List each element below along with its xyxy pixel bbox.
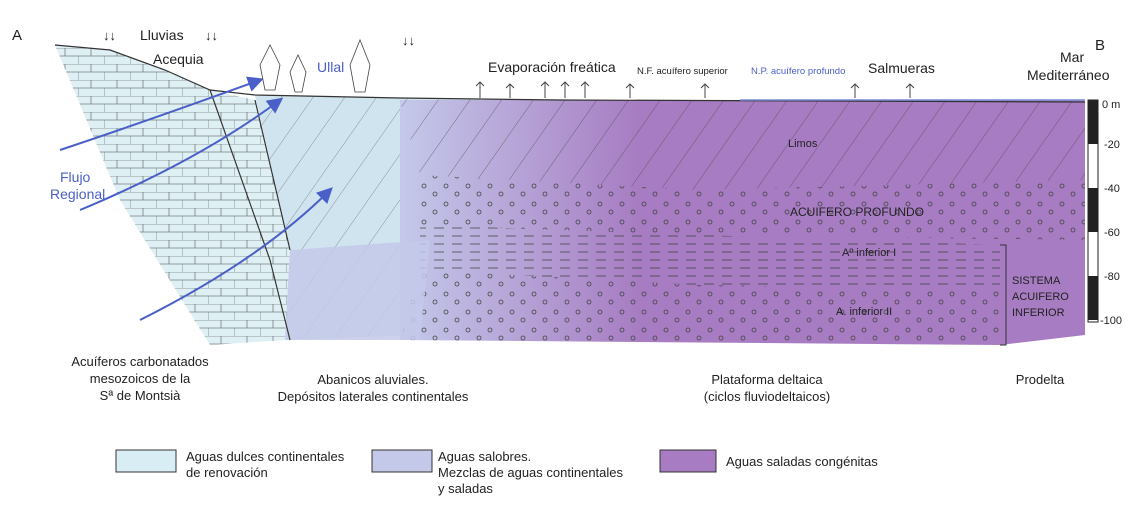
nf-upper-label: N.F. acuífero superior xyxy=(637,66,728,77)
endpoint-b-label: B xyxy=(1095,37,1105,54)
brines-label: Salmueras xyxy=(868,60,935,76)
rain-label: Lluvias xyxy=(140,27,184,43)
legend-saline-line1: Aguas saladas congénitas xyxy=(726,454,878,469)
legend-brackish-line3: y saladas xyxy=(438,481,493,496)
rain-arrows-1: ↓↓ xyxy=(103,28,116,43)
legend: Aguas dulces continentales de renovación… xyxy=(116,449,878,496)
endpoint-a-label: A xyxy=(12,27,22,44)
carbonate-zone-caption-1: Acuíferos carbonatados xyxy=(71,354,209,369)
alluvial-zone-caption-2: Depósitos laterales continentales xyxy=(278,389,469,404)
flow-label-line1: Flujo xyxy=(60,169,91,185)
prodelta-zone-caption: Prodelta xyxy=(1016,372,1065,387)
alluvial-zone-caption-1: Abanicos aluviales. xyxy=(317,372,428,387)
evaporation-arrows xyxy=(476,82,914,98)
deltaic-zone-caption-1: Plataforma deltaica xyxy=(711,372,823,387)
legend-swatch-brackish xyxy=(372,450,432,472)
silt-layer xyxy=(400,100,1085,190)
lower-aquifer-1-label: Aº inferior I xyxy=(842,247,896,259)
deep-aquifer-label: ACUIFERO PROFUNDO xyxy=(790,205,924,219)
carbonate-zone-caption-3: Sª de Montsià xyxy=(100,388,181,403)
np-deep-label: N.P. acuífero profundo xyxy=(751,66,845,77)
lower-aquifer-2-label: A. inferior II xyxy=(836,306,892,318)
depth-label-0: 0 m xyxy=(1102,99,1120,111)
depth-label-100: -100 xyxy=(1100,315,1122,327)
depth-label-20: -20 xyxy=(1104,139,1120,151)
rain-arrows-2: ↓↓ xyxy=(205,28,218,43)
sea-label-line1: Mar xyxy=(1060,49,1084,65)
system-label-line1: SISTEMA xyxy=(1012,275,1061,287)
system-label-line2: ACUIFERO xyxy=(1012,291,1069,303)
legend-swatch-fresh xyxy=(116,450,176,472)
evaporation-label: Evaporación freática xyxy=(488,59,616,75)
depth-label-80: -80 xyxy=(1104,271,1120,283)
legend-fresh-line1: Aguas dulces continentales xyxy=(186,449,345,464)
carbonate-zone-caption-2: mesozoicos de la xyxy=(90,371,191,386)
silts-label: Limos xyxy=(788,138,818,150)
legend-swatch-saline xyxy=(660,450,716,472)
depth-label-40: -40 xyxy=(1104,183,1120,195)
legend-brackish-line1: Aguas salobres. xyxy=(438,449,531,464)
depth-scale-bar xyxy=(1088,100,1098,322)
spring-label: Ullal xyxy=(317,59,344,75)
canal-label: Acequia xyxy=(153,51,204,67)
legend-brackish-line2: Mezclas de aguas continentales xyxy=(438,465,624,480)
depth-label-60: -60 xyxy=(1104,227,1120,239)
tree-icons xyxy=(260,40,370,92)
flow-label-line2: Regional xyxy=(50,186,105,202)
system-label-line3: INFERIOR xyxy=(1012,307,1065,319)
rain-arrows-3: ↓↓ xyxy=(402,33,415,48)
sea-label-line2: Mediterráneo xyxy=(1027,67,1110,83)
deltaic-zone-caption-2: (ciclos fluviodeltaicos) xyxy=(704,389,830,404)
legend-fresh-line2: de renovación xyxy=(186,465,268,480)
